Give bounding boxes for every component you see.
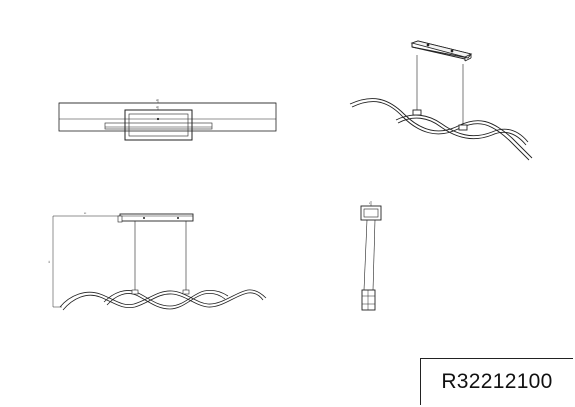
front-view-dimension-mark: ▪▪	[84, 211, 86, 215]
top-view-dimension-mark: ▪▪	[156, 98, 158, 102]
front-view	[52, 213, 267, 311]
side-view-cable-right	[372, 219, 376, 291]
perspective-view	[349, 40, 533, 161]
front-view-wave-bar-2	[103, 289, 229, 307]
model-number: R32212100	[441, 370, 553, 393]
title-block: R32212100	[420, 358, 573, 405]
side-view-dimension-mark: ▪	[369, 201, 370, 205]
front-view-dimension-mark: ▪▪	[47, 261, 51, 263]
top-view-dimension-mark: ▪▪	[156, 105, 158, 109]
side-view-light-bar	[361, 289, 376, 311]
side-view	[360, 201, 382, 311]
perspective-wave-bar-1	[349, 98, 533, 159]
front-view-wave-bar-1	[59, 289, 267, 308]
top-view-canopy	[124, 109, 193, 141]
top-view	[58, 99, 277, 141]
side-view-cable-left	[363, 219, 368, 291]
